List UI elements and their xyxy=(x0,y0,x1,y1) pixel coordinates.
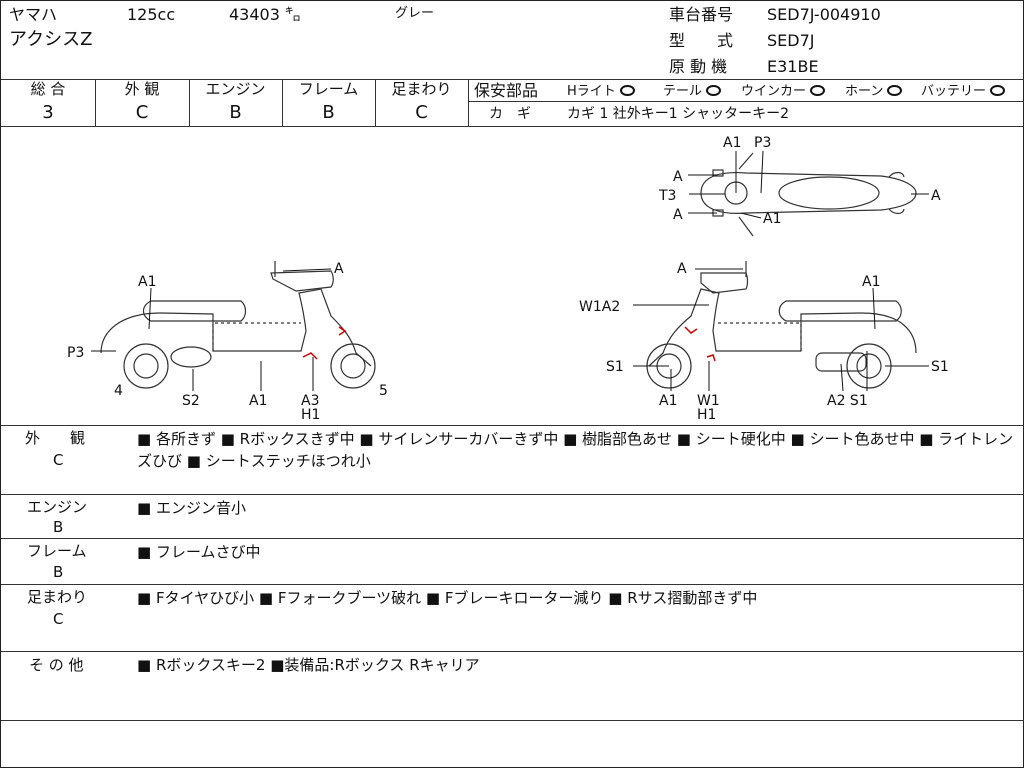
label-left-a1-seat: A1 xyxy=(138,274,156,290)
type-value: SED7J xyxy=(767,31,815,50)
grade-label-exterior: 外 観 xyxy=(124,80,160,98)
remark-text-other: ■ Rボックスキー2 ■装備品:Rボックス Rキャリア xyxy=(137,656,480,674)
label-right-a1-seat: A1 xyxy=(862,274,880,290)
ok-mark-icon xyxy=(619,85,635,96)
label-left-s2: S2 xyxy=(182,393,200,409)
grade-value-frame: B xyxy=(322,102,335,123)
label-top-a1-bottom: A1 xyxy=(763,211,781,227)
frame-no-label: 車台番号 xyxy=(669,5,734,24)
model-name: アクシスZ xyxy=(9,29,93,50)
safety-item-headlight: Hライト xyxy=(567,85,635,98)
grade-label-frame: フレーム xyxy=(298,80,359,98)
ok-mark-icon xyxy=(706,85,722,96)
remark-title-other: そ の 他 xyxy=(29,656,84,674)
remark-grade-engine: B xyxy=(53,518,64,536)
displacement: 125cc xyxy=(127,5,176,24)
safety-item-winker: ウインカー xyxy=(741,85,826,98)
remark-title-suspension: 足まわり xyxy=(27,588,88,606)
safety-item-tail: テール xyxy=(663,85,722,98)
label-left-a-handle: A xyxy=(334,261,344,277)
label-left-h1: H1 xyxy=(301,407,320,423)
remark-title-exterior: 外 観 xyxy=(25,429,86,447)
grade-value-exterior: C xyxy=(135,102,149,123)
maker: ヤマハ xyxy=(9,5,58,24)
grade-row-bottom-line xyxy=(1,126,1024,127)
label-left-a3: A3 xyxy=(301,393,319,409)
ok-mark-icon xyxy=(990,85,1006,96)
grade-label-overall: 総 合 xyxy=(30,80,66,98)
label-right-w1a2: W1A2 xyxy=(579,299,620,315)
type-label: 型 式 xyxy=(669,31,734,50)
label-top-a-right: A xyxy=(931,188,941,204)
label-right-a1-floor: A1 xyxy=(659,393,677,409)
label-right-s1-right: S1 xyxy=(931,359,949,375)
grade-label-engine: エンジン xyxy=(205,80,266,98)
grade-label-suspension: 足まわり xyxy=(391,80,452,98)
frame-no: SED7J-004910 xyxy=(767,5,881,24)
label-left-p3: P3 xyxy=(67,345,84,361)
key-value: カギ 1 社外キー1 シャッターキー2 xyxy=(567,106,790,122)
engine-label: 原 動 機 xyxy=(669,57,728,76)
remark-grade-suspension: C xyxy=(53,610,64,628)
ok-mark-icon xyxy=(887,85,903,96)
safety-item-battery: バッテリー xyxy=(921,85,1006,98)
remark-title-engine: エンジン xyxy=(27,498,88,516)
diagram-bottom-line xyxy=(1,425,1024,426)
remark-grade-frame: B xyxy=(53,563,64,581)
top-view-scooter xyxy=(700,152,917,237)
safety-key-divider xyxy=(468,101,1024,102)
label-top-p3: P3 xyxy=(754,135,771,151)
key-label: カ ギ xyxy=(489,106,531,122)
label-top-a-left-top: A xyxy=(673,169,683,185)
safety-label: 保安部品 xyxy=(474,81,539,100)
color: グレー xyxy=(395,6,435,21)
remark-text-engine: ■ エンジン音小 xyxy=(137,499,246,517)
label-right-w1: W1 xyxy=(697,393,720,409)
label-right-s1-left: S1 xyxy=(606,359,624,375)
safety-item-horn: ホーン xyxy=(845,85,903,98)
label-top-t3: T3 xyxy=(658,188,676,204)
remark-text-suspension: ■ Fタイヤひび小 ■ Fフォークブーツ破れ ■ Fブレーキローター減り ■ R… xyxy=(137,589,758,607)
remark-text-frame: ■ フレームさび中 xyxy=(137,543,261,561)
remark-title-frame: フレーム xyxy=(27,542,87,560)
grade-value-overall: 3 xyxy=(42,102,54,123)
mileage: 43403 ㌔ xyxy=(229,5,301,24)
grade-value-engine: B xyxy=(229,102,242,123)
label-left-a1-floor: A1 xyxy=(249,393,267,409)
label-left-4: 4 xyxy=(114,383,123,399)
remark-grade-exterior: C xyxy=(53,451,64,469)
grade-value-suspension: C xyxy=(415,102,428,123)
label-top-a-left-bottom: A xyxy=(673,207,683,223)
label-top-a1: A1 xyxy=(723,135,741,151)
label-right-a-handle: A xyxy=(677,261,687,277)
label-left-5: 5 xyxy=(379,383,388,399)
grade-row-top-line xyxy=(1,79,1024,80)
remark-text-exterior: ■ 各所きず ■ Rボックスきず中 ■ サイレンサーカバーきず中 ■ 樹脂部色あ… xyxy=(137,430,1014,470)
label-right-a2s1: A2 S1 xyxy=(827,393,868,409)
engine-value: E31BE xyxy=(767,57,819,76)
ok-mark-icon xyxy=(810,85,826,96)
label-right-h1: H1 xyxy=(697,407,716,423)
